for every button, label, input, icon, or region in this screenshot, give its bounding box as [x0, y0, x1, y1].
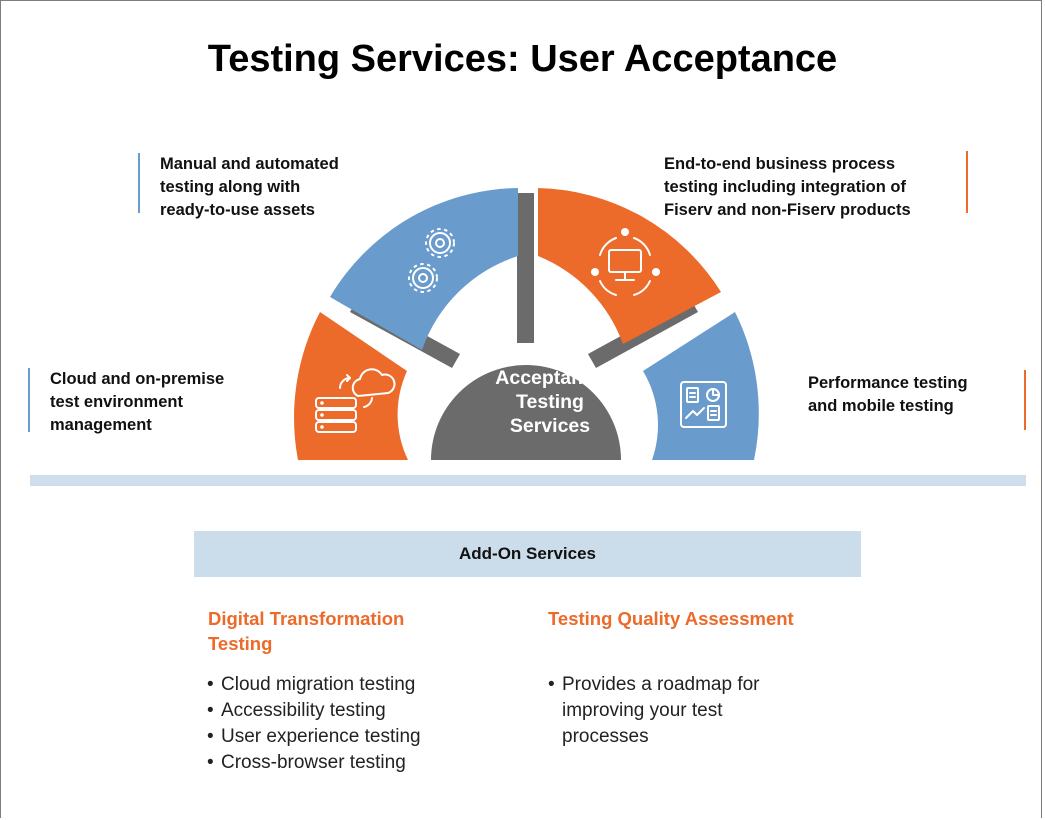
hub — [431, 365, 621, 460]
column-title-testing-quality-assessment: Testing Quality Assessment — [548, 608, 794, 629]
callout-cloud-text: Cloud and on-premise test environment ma… — [50, 370, 225, 434]
callout-manual-text: Manual and automated testing along with … — [160, 155, 339, 219]
gears-icon — [408, 228, 455, 293]
testing-quality-list: Provides a roadmap for improving your te… — [548, 672, 760, 750]
callout-accent-bar — [966, 151, 968, 213]
list-item: Cross-browser testing — [207, 750, 421, 776]
list-item: Provides a roadmap for improving your te… — [548, 672, 760, 750]
callout-endtoend: End-to-end business process testing incl… — [664, 151, 968, 222]
callout-endtoend-text: End-to-end business process testing incl… — [664, 155, 911, 219]
segment-endtoend — [538, 188, 721, 344]
callout-accent-bar — [138, 153, 140, 213]
monitor-cycle-icon — [599, 237, 651, 296]
list-item: User experience testing — [207, 724, 421, 750]
uat-semicircle-diagram — [294, 188, 759, 460]
segment-performance — [643, 312, 759, 460]
callout-manual: Manual and automated testing along with … — [138, 153, 339, 222]
list-item: Cloud migration testing — [207, 672, 421, 698]
monitor-cycle-dots — [591, 228, 660, 276]
connector — [517, 193, 534, 343]
list-item: Accessibility testing — [207, 698, 421, 724]
section-divider — [30, 475, 1026, 486]
callout-performance-text: Performance testing and mobile testing — [808, 374, 968, 415]
callout-accent-bar — [1024, 370, 1026, 430]
dashboard-icon — [680, 381, 727, 428]
page-title: Testing Services: User Acceptance — [207, 38, 838, 80]
callout-performance: Performance testing and mobile testing — [808, 370, 1026, 430]
callout-cloud: Cloud and on-premise test environment ma… — [28, 368, 225, 437]
hub-label: User Acceptance Testing Services — [495, 343, 605, 437]
callout-accent-bar — [28, 368, 30, 432]
digital-transformation-list: Cloud migration testing Accessibility te… — [207, 672, 421, 776]
cloud-server-icon — [315, 368, 396, 433]
addon-services-heading: Add-On Services — [194, 531, 861, 577]
column-title-digital-transformation: Digital Transformation Testing — [208, 608, 405, 654]
